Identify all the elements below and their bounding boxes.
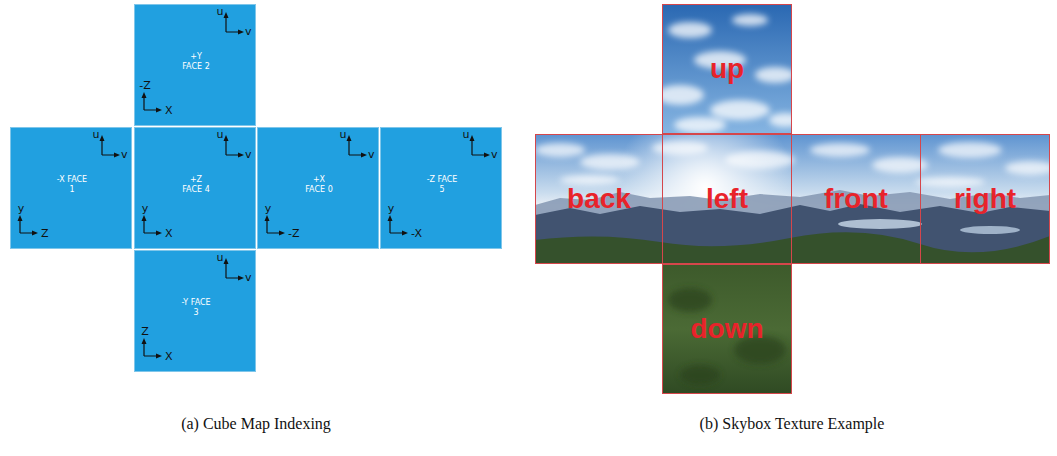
axis-label: v: [245, 26, 252, 38]
face-name: back: [567, 183, 631, 215]
axis-label: u: [93, 129, 100, 141]
face-name: front: [824, 183, 888, 215]
axis-label: y: [388, 203, 395, 215]
face-label: -X FACE 1: [56, 175, 88, 195]
skybox-face: up: [662, 4, 792, 134]
axis-label: -Z: [288, 228, 300, 240]
skybox-face: back: [535, 134, 663, 264]
axis-label: v: [368, 149, 375, 161]
face-label: -Y FACE 3: [180, 298, 212, 318]
face-name: left: [706, 183, 748, 215]
axis-label: u: [340, 129, 347, 141]
axis-label: v: [245, 272, 252, 284]
cube-face: u v -X FACE 1 yZ: [10, 127, 132, 249]
axis-label: u: [217, 6, 224, 18]
sky-up-photo: [656, 4, 801, 134]
axis-label: y: [142, 203, 149, 215]
face-label: -Z FACE 5: [426, 175, 458, 195]
cube-face: u v -Y FACE 3 Z X: [134, 250, 256, 372]
axis-glyph: [142, 12, 245, 113]
cube-face: u v +X FACE 0 y -Z: [257, 127, 379, 249]
axis-label: y: [265, 203, 272, 215]
face-label: +Z FACE 4: [180, 175, 212, 195]
axis-label: u: [463, 129, 470, 141]
axis-label: y: [18, 203, 25, 215]
face-name: right: [954, 183, 1016, 215]
skybox-face: right: [920, 134, 1050, 264]
axis-label: X: [165, 228, 173, 240]
axis-label: -X: [411, 228, 422, 240]
axis-label: v: [491, 149, 498, 161]
axis-glyph: [388, 135, 491, 236]
axis-label: u: [217, 129, 224, 141]
axis-label: Z: [41, 228, 49, 240]
face-label: +Y FACE 2: [180, 52, 212, 72]
face-name: up: [710, 53, 744, 85]
axis-label: Z: [141, 326, 149, 338]
axis-glyph: [18, 135, 121, 236]
axis-label: X: [165, 105, 173, 117]
skybox-face: front: [791, 134, 921, 264]
axis-label: u: [217, 252, 224, 264]
cube-face: u v +Y FACE 2 -Z X: [134, 4, 256, 126]
axis-glyph: [142, 258, 245, 359]
cube-face: u v -Z FACE 5 y -X: [380, 127, 502, 249]
axis-label: -Z: [139, 80, 151, 92]
ground-down-photo: [662, 264, 792, 394]
axis-glyph: [265, 135, 368, 236]
sky-horizon-photo: [535, 134, 1050, 264]
skybox-face: left: [662, 134, 792, 264]
cube-face: u v +Z FACE 4 yX: [134, 127, 256, 249]
axis-label: v: [121, 149, 128, 161]
axis-label: X: [165, 351, 173, 363]
face-label: +X FACE 0: [303, 175, 335, 195]
face-name: down: [690, 313, 763, 345]
subfigure-caption: (a) Cube Map Indexing: [181, 414, 331, 434]
axis-label: v: [245, 149, 252, 161]
axis-glyph: [142, 135, 245, 236]
skybox-face: down: [662, 264, 792, 394]
subfigure-caption: (b) Skybox Texture Example: [700, 414, 885, 434]
